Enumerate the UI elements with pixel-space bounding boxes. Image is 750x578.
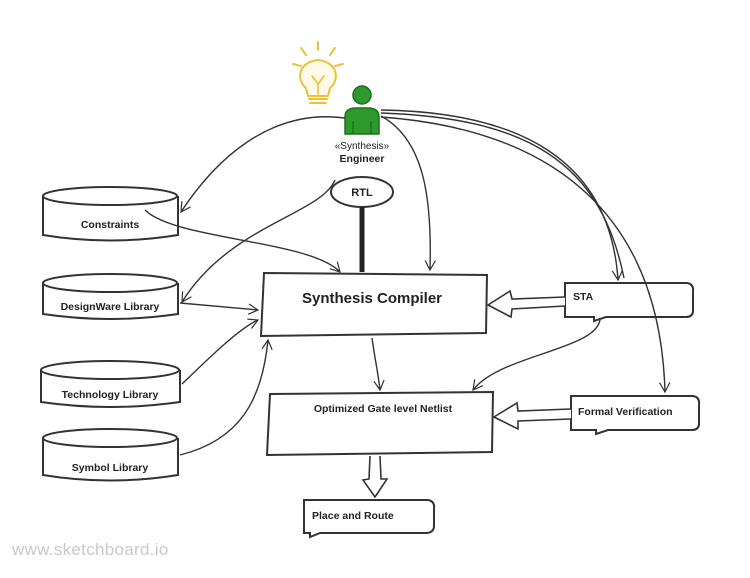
formal-verification-label: Formal Verification [578, 406, 673, 418]
actor-name: Engineer [340, 153, 385, 165]
sta-label: STA [573, 291, 594, 303]
symbol-library-label: Symbol Library [72, 462, 149, 474]
rtl-label: RTL [351, 187, 373, 199]
rtl-node[interactable]: RTL [330, 176, 394, 208]
actor-stereotype: «Synthesis» [335, 141, 390, 152]
symbol-to-compiler-arrow [179, 338, 273, 456]
place-and-route-label: Place and Route [312, 510, 394, 522]
formal-verification-node[interactable]: Formal Verification [570, 395, 701, 436]
symbol-library-node[interactable]: Symbol Library [42, 428, 179, 482]
synthesis-compiler-node[interactable]: Synthesis Compiler [259, 271, 489, 338]
engineer-to-constraints-arrow [180, 116, 346, 214]
designware-library-node[interactable]: DesignWare Library [42, 273, 179, 320]
netlist-to-place-block-arrow [361, 455, 389, 499]
sta-node[interactable]: STA [564, 282, 695, 323]
sta-to-compiler-block-arrow [486, 289, 566, 319]
engineer-to-sta-arrow-2 [380, 112, 625, 279]
technology-library-node[interactable]: Technology Library [40, 360, 181, 408]
netlist-label: Optimized Gate level Netlist [314, 403, 453, 415]
synthesis-compiler-label: Synthesis Compiler [302, 290, 442, 307]
engineer-to-sta-arrow [380, 109, 624, 282]
constraints-to-compiler-arrow [144, 209, 341, 273]
lightbulb-icon [292, 41, 344, 104]
rtl-to-designware-arrow [181, 179, 336, 304]
constraints-node[interactable]: Constraints [42, 186, 179, 242]
formal-to-netlist-block-arrow [492, 401, 572, 431]
technology-to-compiler-arrow [181, 318, 260, 385]
designware-library-label: DesignWare Library [61, 301, 160, 313]
connectors [144, 109, 671, 456]
compiler-to-netlist-arrow [371, 337, 385, 392]
person-icon [344, 85, 380, 135]
netlist-node[interactable]: Optimized Gate level Netlist [265, 390, 495, 457]
engineer-to-formal-arrow [380, 116, 671, 394]
block-arrows [361, 289, 572, 499]
technology-library-label: Technology Library [62, 389, 159, 401]
place-and-route-node[interactable]: Place and Route [303, 499, 436, 539]
sta-to-netlist-arrow [472, 319, 601, 391]
designware-to-compiler-arrow [179, 302, 260, 315]
constraints-label: Constraints [81, 219, 140, 231]
engineer-to-compiler-arrow [380, 115, 436, 272]
watermark: www.sketchboard.io [12, 540, 169, 559]
